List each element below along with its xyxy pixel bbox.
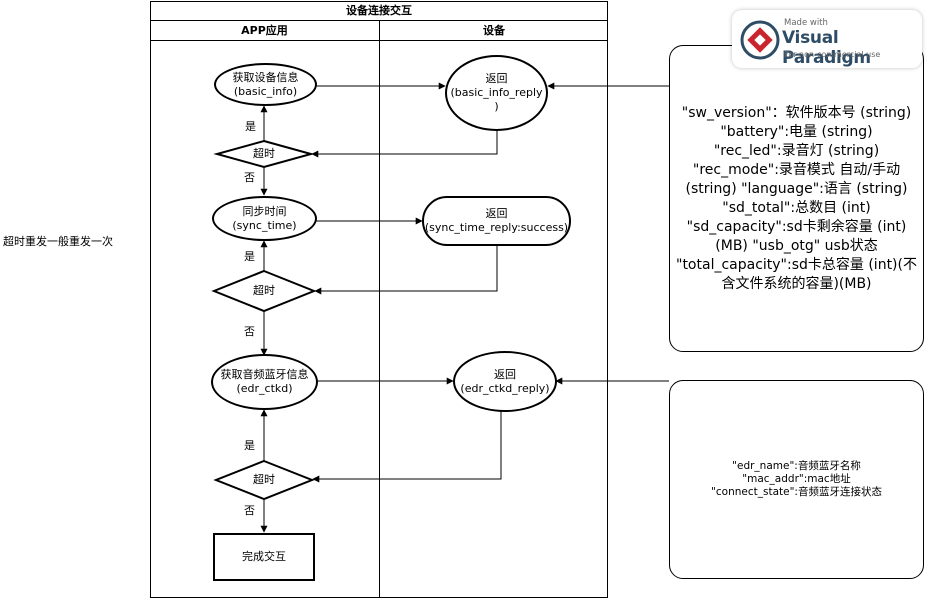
note2-line: "connect_state":音频蓝牙连接状态: [711, 486, 882, 498]
node-basic-info-code: (basic_info): [233, 84, 298, 98]
lane-divider: [379, 21, 380, 598]
note1-line: "total_capacity":sd卡总容量 (int)(不: [676, 256, 917, 273]
lane-header-device: 设备: [380, 21, 608, 41]
node-finish: 完成交互: [213, 533, 315, 581]
node-sync-time-title: 同步时间: [242, 204, 287, 218]
node-basic-info-reply-code-end: ): [494, 100, 499, 113]
note1-line: "sd_total":总数目 (int): [722, 199, 871, 216]
note-edr-fields: "edr_name":音频蓝牙名称 "mac_addr":mac地址 "conn…: [669, 380, 924, 579]
note2-line: "mac_addr":mac地址: [742, 473, 851, 485]
pool-title: 设备连接交互: [150, 1, 608, 21]
note1-line: (string) "language":语言 (string): [685, 180, 908, 197]
note1-line: "battery":电量 (string): [720, 123, 873, 140]
node-sync-time: 同步时间 (sync_time): [212, 196, 317, 241]
label-yes-1: 是: [245, 120, 256, 133]
node-basic-info: 获取设备信息 (basic_info): [214, 63, 317, 106]
lane-header-app: APP应用: [150, 21, 379, 41]
timeout3-diamond: [213, 459, 315, 501]
timeout1-diamond: [213, 139, 315, 169]
node-sync-time-reply-title: 返回: [485, 207, 508, 220]
arrow-basic-reply-to-timeout1: [311, 130, 498, 158]
note1-line: "sw_version"：软件版本号 (string): [681, 104, 912, 121]
timeout3-label: 超时: [253, 473, 275, 486]
side-note-retry: 超时重发一般重发一次: [3, 235, 113, 248]
label-yes-2: 是: [244, 250, 255, 263]
timeout2-diamond: [211, 269, 317, 313]
node-edr-ctkd-reply: 返回 (edr_ctkd_reply): [453, 351, 557, 412]
visual-paradigm-logo-icon: [740, 20, 780, 60]
node-sync-time-reply-code: (sync_time_reply:success): [424, 221, 569, 234]
timeout2-label: 超时: [253, 284, 275, 297]
node-sync-time-code: (sync_time): [232, 218, 297, 232]
node-edr-ctkd-reply-title: 返回: [494, 367, 516, 381]
note1-line: "rec_mode":录音模式 自动/手动: [692, 161, 901, 178]
node-edr-ctkd: 获取音频蓝牙信息 (edr_ctkd): [211, 354, 318, 410]
note1-line: 含文件系统的容量)(MB): [721, 275, 872, 292]
note-basic-info-fields: "sw_version"：软件版本号 (string) "battery":电量…: [669, 45, 924, 352]
node-sync-time-reply: 返回 (sync_time_reply:success): [422, 196, 571, 246]
node-basic-info-reply-title: 返回: [485, 72, 508, 85]
note1-line: "rec_led":录音灯 (string): [713, 142, 880, 159]
watermark-made-with: Made with: [784, 18, 828, 28]
arrow-sync-reply-to-timeout2: [314, 245, 498, 295]
node-basic-info-reply-code: (basic_info_reply: [450, 86, 543, 99]
node-basic-info-reply: 返回 (basic_info_reply ): [445, 55, 548, 131]
label-no-1: 否: [244, 171, 255, 184]
arrow-edr-reply-to-timeout3: [312, 411, 502, 483]
label-no-3: 否: [244, 504, 255, 517]
node-edr-ctkd-title: 获取音频蓝牙信息: [220, 368, 309, 381]
watermark-subtitle: For non-commercial use: [784, 50, 881, 59]
node-basic-info-title: 获取设备信息: [232, 70, 299, 84]
note1-line: "sd_capacity":sd卡剩余容量 (int): [686, 218, 907, 235]
watermark-brand: Visual Paradigm: [782, 28, 871, 68]
note2-line: "edr_name":音频蓝牙名称: [732, 460, 861, 472]
label-no-2: 否: [244, 325, 255, 338]
note1-line: (MB) "usb_otg" usb状态: [715, 237, 878, 254]
timeout1-label: 超时: [253, 147, 275, 160]
node-edr-ctkd-reply-code: (edr_ctkd_reply): [460, 381, 550, 395]
node-edr-ctkd-code: (edr_ctkd): [236, 382, 293, 395]
label-yes-3: 是: [244, 439, 255, 452]
